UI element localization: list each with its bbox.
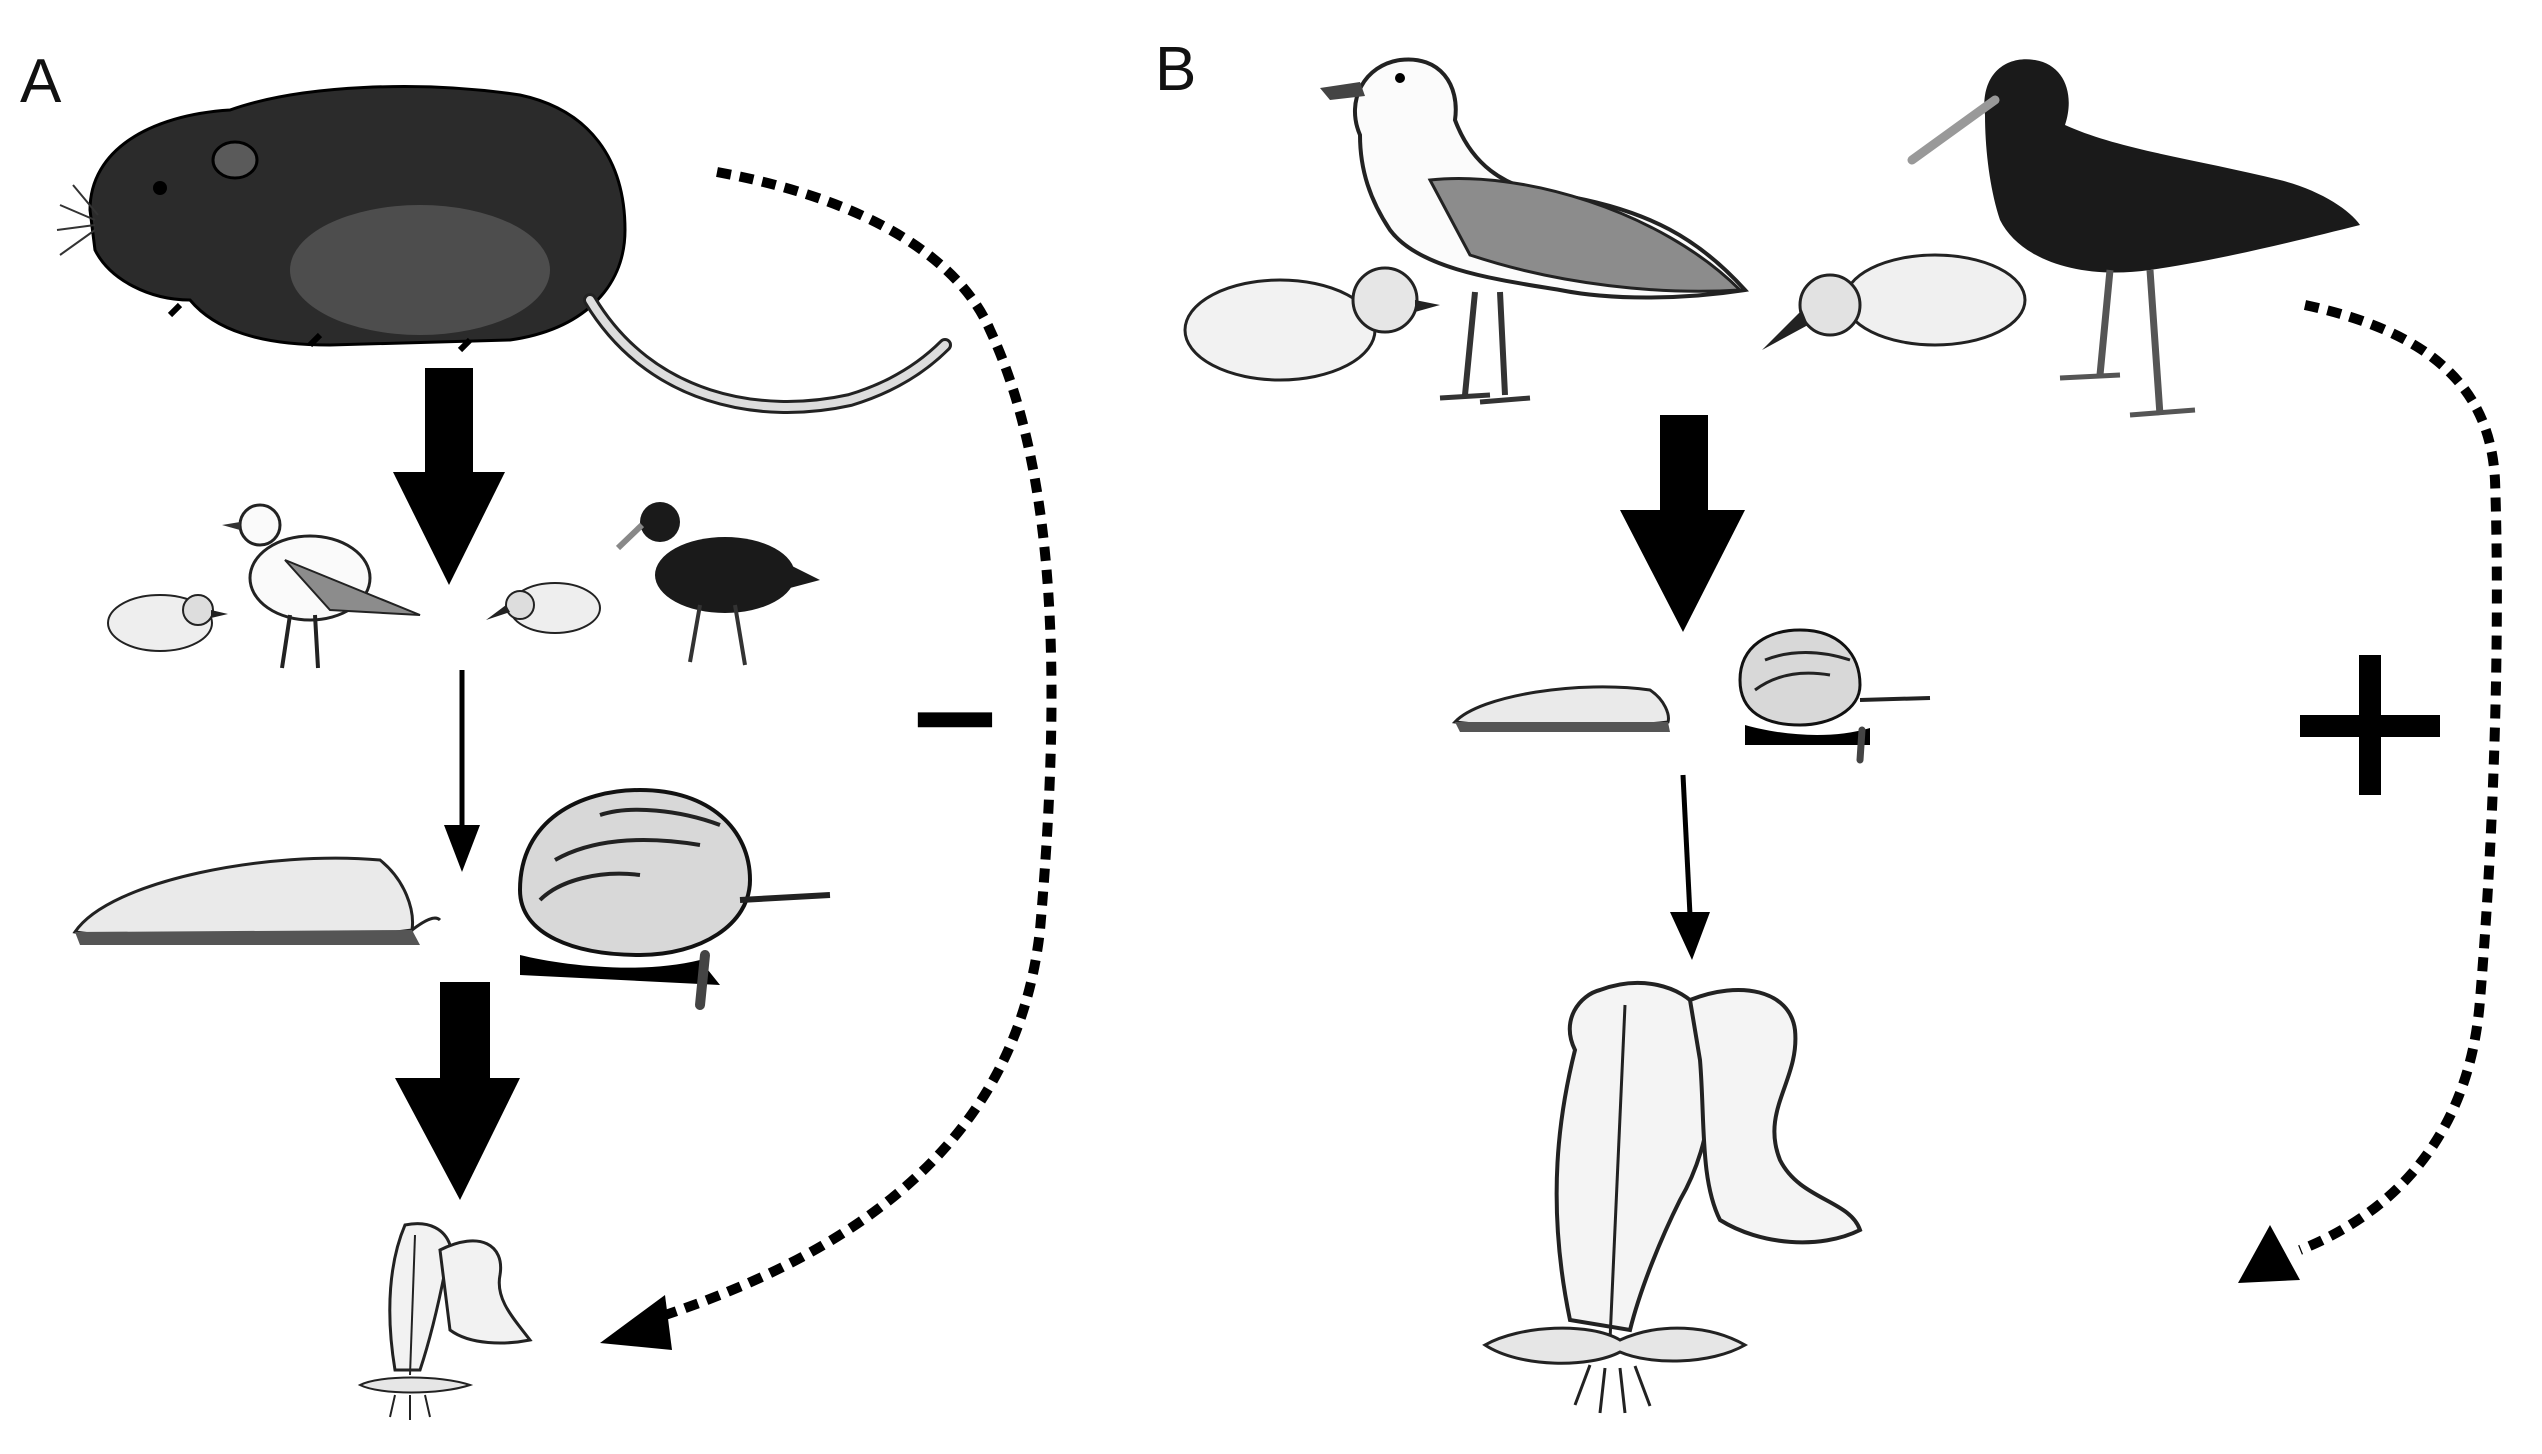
oystercatcher-b (1907, 59, 2360, 418)
rat-illustration (56, 85, 952, 414)
oystercatcher-chick-a (486, 582, 601, 634)
limpet-b (1451, 685, 1670, 732)
gull-chick-b (1183, 266, 1440, 382)
thick-arrow-rat-to-birds (393, 368, 505, 585)
effect-sign-b: + (2300, 655, 2440, 795)
bird-group-b (1183, 57, 2360, 418)
thin-arrow-grazers-to-kelp-b (1670, 774, 1710, 960)
indirect-effect-arrow-b (2238, 300, 2502, 1283)
thick-arrow-grazers-to-kelp (395, 982, 520, 1200)
panel-b-label: B (1155, 35, 1196, 104)
gull-chick-a (107, 594, 228, 652)
oystercatcher-chick-b (1762, 253, 2027, 350)
thin-arrow-birds-to-grazers (444, 670, 480, 872)
turban-snail-a (517, 787, 831, 1010)
panel-a-label: A (20, 47, 62, 116)
grazer-group-b (1451, 628, 1931, 764)
effect-sign-a: – (913, 624, 996, 792)
panel-a: A (20, 47, 1057, 1420)
kelp-small-a (357, 1222, 533, 1420)
limpet-a (72, 856, 442, 945)
gull-b (1320, 57, 1749, 405)
kelp-large-b (1482, 981, 1863, 1414)
turban-snail-b (1738, 628, 1931, 764)
gull-a (222, 503, 421, 669)
bird-group-a (107, 502, 820, 669)
thick-arrow-birds-to-grazers-b (1620, 415, 1745, 632)
indirect-effect-arrow-a (600, 167, 1057, 1350)
grazer-group-a (72, 787, 831, 1010)
oystercatcher-a (615, 502, 820, 666)
panel-b: B (1155, 35, 2502, 1414)
